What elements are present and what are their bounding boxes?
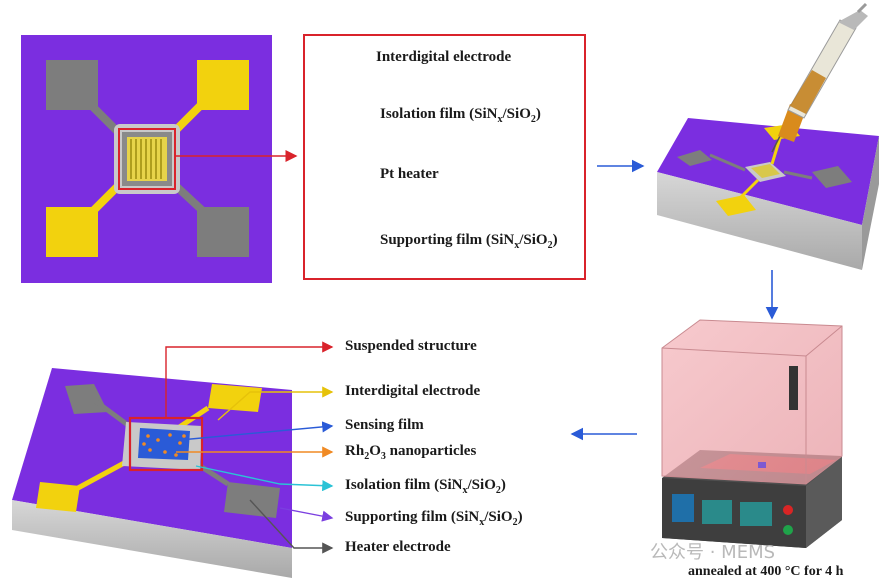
legend-box bbox=[303, 34, 586, 280]
top-view-chip bbox=[21, 35, 272, 283]
rh2o3-nanoparticles-label: Rh2O3 nanoparticles bbox=[345, 443, 477, 462]
furnace-icon bbox=[661, 319, 843, 548]
supporting-film-label: Supporting film (SiNx/SiO2) bbox=[345, 509, 523, 528]
isolation-film-label: Isolation film (SiNx/SiO2) bbox=[345, 477, 506, 496]
legend-heater-label: Pt heater bbox=[380, 166, 439, 182]
interdigital-electrode-label: Interdigital electrode bbox=[345, 383, 481, 399]
legend-supporting-label: Supporting film (SiNx/SiO2) bbox=[380, 232, 558, 251]
chip-3d-final bbox=[12, 368, 292, 578]
syringe-icon bbox=[771, 2, 868, 153]
annotation-leader-lines bbox=[165, 341, 334, 554]
chip-3d-with-syringe bbox=[657, 118, 879, 270]
suspended-structure-label: Suspended structure bbox=[345, 338, 477, 354]
sensing-film-label: Sensing film bbox=[345, 417, 424, 433]
heater-electrode-label: Heater electrode bbox=[345, 539, 451, 555]
legend-isolation-label: Isolation film (SiNx/SiO2) bbox=[380, 106, 541, 125]
legend-interdigital-label: Interdigital electrode bbox=[376, 49, 512, 65]
furnace-caption: annealed at 400 °C for 4 h bbox=[688, 564, 844, 579]
watermark: 公众号 · MEMS bbox=[650, 542, 776, 563]
